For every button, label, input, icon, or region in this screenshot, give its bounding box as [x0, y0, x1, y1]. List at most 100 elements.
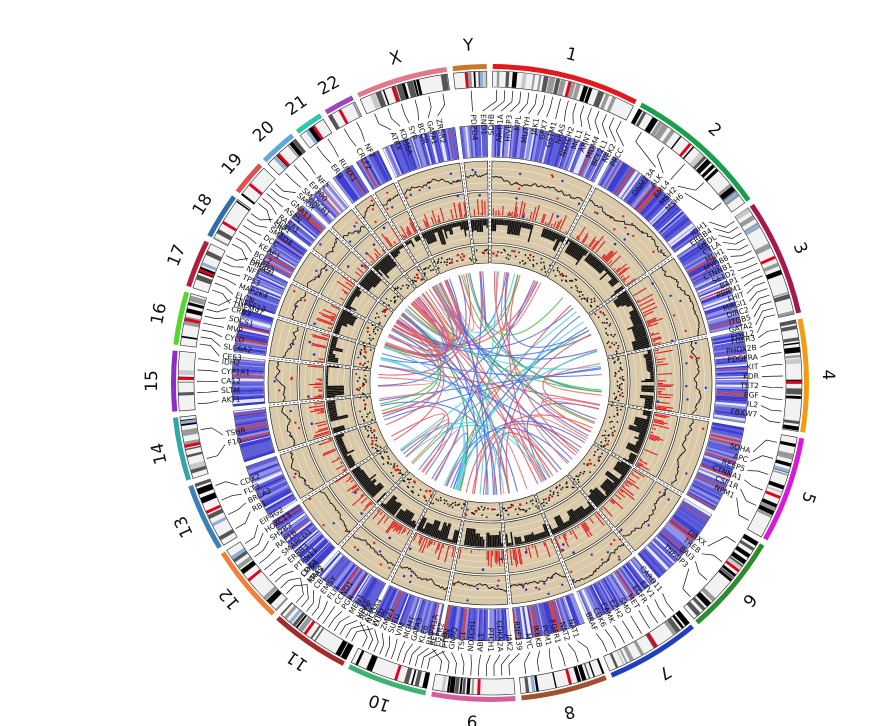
track-1-grid	[314, 439, 343, 480]
chr-label-11: 11	[282, 646, 311, 675]
chr-separator	[395, 181, 440, 275]
track-1-data-chr-X	[418, 194, 467, 231]
cytobands-chr-Y	[464, 71, 487, 88]
track-0-data-chr-13	[289, 451, 314, 491]
chr-band-19	[235, 163, 263, 194]
link-curve	[473, 438, 496, 495]
cytobands-chr-18	[213, 200, 250, 246]
link-curve	[391, 329, 562, 470]
link-curve	[402, 422, 454, 475]
track-1-data-chr-5	[636, 413, 670, 471]
cytobands-chr-8	[524, 658, 605, 693]
link-curve	[428, 273, 516, 333]
track-3-data-chr-9	[464, 505, 502, 519]
gene-leader	[390, 638, 398, 660]
track-2-chr-X	[420, 219, 472, 257]
gene-label-CYP1A1: CYP1A1	[221, 367, 250, 377]
gene-label-TET2: TET2	[739, 381, 759, 390]
gene-leader	[235, 511, 251, 529]
gene-leader	[546, 96, 554, 118]
gene-leader	[555, 98, 561, 120]
heatmap-cells-chr-5	[686, 422, 744, 511]
gene-label-RNF139: RNF139	[512, 621, 524, 651]
chr-separator	[545, 186, 595, 278]
chr-label-Y: Y	[461, 35, 474, 56]
track-3-data-chr-Y	[475, 248, 490, 261]
link-curve	[405, 424, 544, 482]
gene-leader	[356, 121, 366, 142]
track-2-data-chr-8	[505, 523, 551, 547]
gene-label-JAK1: JAK1	[529, 117, 541, 136]
gene-leader	[274, 570, 294, 583]
gene-label-SYP: SYP	[406, 125, 419, 141]
gene-label-MUTYH: MUTYH	[519, 116, 532, 144]
track-3-grid	[377, 449, 405, 481]
gene-leader	[306, 590, 315, 612]
gene-leader	[200, 427, 224, 436]
gene-leader	[333, 615, 350, 632]
link-curve	[385, 299, 447, 357]
gene-leader	[491, 90, 506, 112]
gene-leader	[564, 100, 569, 122]
cytobands-chr-1	[496, 71, 617, 113]
gene-leader	[311, 595, 321, 616]
gene-leader	[743, 275, 763, 287]
gene-leader	[734, 256, 755, 264]
gene-label-IL2: IL2	[747, 400, 759, 410]
track-1-data-chr-1	[492, 197, 567, 234]
gene-leader	[746, 281, 766, 294]
track-3-grid	[420, 262, 437, 277]
heatmap-cells-chr-15	[232, 356, 265, 407]
chr-separator	[372, 194, 428, 282]
track-0-grid	[464, 168, 488, 185]
track-0-chr-19	[312, 229, 351, 267]
track-3-chr-4	[607, 354, 629, 405]
chr-separator	[311, 250, 394, 312]
gene-leader	[316, 601, 328, 620]
link-curve	[518, 429, 559, 483]
gene-label-VIM: VIM	[394, 621, 407, 637]
chr-separator	[588, 256, 673, 315]
chr-label-13: 13	[170, 513, 197, 541]
gene-leader	[197, 358, 219, 363]
link-curve	[412, 329, 590, 465]
track-2-chr-18	[343, 285, 378, 319]
gene-leader	[740, 269, 761, 279]
gene-label-IDH2: IDH2	[221, 357, 240, 367]
gene-leader	[327, 138, 339, 158]
heatmap-cells-chr-X	[382, 127, 459, 178]
track-2-data-chr-11	[380, 494, 417, 529]
gene-leader	[751, 294, 770, 310]
chr-separator	[389, 489, 436, 582]
gene-leader	[662, 593, 674, 612]
chr-separator	[534, 494, 574, 589]
heatmap-cells-chr-7	[577, 557, 655, 621]
track-3-grid	[363, 423, 384, 453]
heatmap-cells-chr-Y	[459, 125, 488, 159]
track-1-grid	[507, 543, 558, 568]
track-1-data-chr-18	[336, 275, 355, 301]
gene-leader	[577, 640, 592, 659]
gene-leader	[528, 93, 538, 114]
track-0-data-chr-X	[403, 172, 462, 199]
track-1-data-chr-11	[372, 509, 411, 540]
gene-leader	[244, 524, 259, 544]
gene-leader	[451, 652, 457, 674]
gene-label-ABL1: ABL1	[476, 632, 486, 652]
gene-leader	[249, 532, 264, 551]
gene-leader	[250, 213, 273, 221]
cytobands-chr-6	[686, 534, 759, 617]
link-curve	[434, 282, 465, 334]
track-1-data-chr-20	[365, 243, 385, 264]
link-curve	[400, 419, 449, 464]
link-curve	[401, 313, 518, 492]
track-2-data-chr-6	[587, 460, 632, 508]
gene-leader	[684, 192, 722, 211]
gene-leader	[200, 336, 221, 347]
gene-label-KIT: KIT	[747, 362, 760, 372]
gene-leader	[402, 643, 414, 663]
chr-separator	[292, 281, 384, 329]
gene-leader	[414, 99, 420, 121]
track-0-grid	[318, 234, 345, 263]
